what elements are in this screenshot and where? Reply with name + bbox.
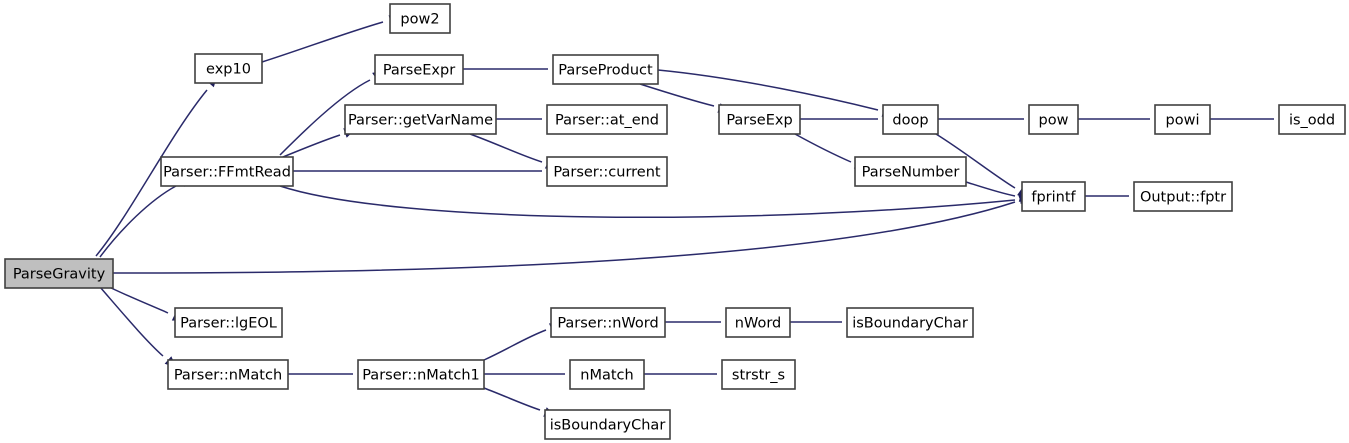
node-label: Parser::nMatch1: [362, 368, 480, 384]
node-box[interactable]: [1021, 181, 1086, 212]
edge-parsegravity-to-nmatch_parser: [99, 286, 177, 368]
node-box[interactable]: [854, 156, 967, 187]
node-box[interactable]: [718, 104, 801, 135]
node-label: Parser::FFmtRead: [163, 165, 291, 181]
node-label: doop: [892, 113, 928, 129]
node-label: Parser::current: [553, 165, 661, 181]
graph-node-nword[interactable]: nWord: [725, 307, 791, 338]
graph-node-parsegravity[interactable]: ParseGravity: [4, 258, 114, 289]
graph-node-nmatch[interactable]: nMatch: [569, 359, 645, 390]
node-label: strstr_s: [732, 368, 785, 384]
edge-pow-to-powi: [1078, 114, 1166, 124]
graph-node-parseexpr[interactable]: ParseExpr: [374, 54, 464, 85]
node-label: nWord: [735, 316, 781, 332]
node-label: ParseExp: [726, 113, 792, 129]
node-box[interactable]: [389, 3, 451, 34]
node-box[interactable]: [160, 156, 294, 187]
node-box[interactable]: [552, 54, 659, 85]
node-box[interactable]: [725, 307, 791, 338]
node-box[interactable]: [357, 359, 485, 390]
graph-node-parsenumber[interactable]: ParseNumber: [854, 156, 967, 187]
node-label: isBoundaryChar: [852, 316, 968, 332]
graph-node-strstr_s[interactable]: strstr_s: [721, 359, 796, 390]
node-box[interactable]: [569, 359, 645, 390]
node-label: nMatch: [580, 368, 633, 384]
node-label: Parser::nWord: [557, 316, 658, 332]
node-box[interactable]: [846, 307, 974, 338]
node-label: fprintf: [1031, 190, 1076, 206]
graph-node-current[interactable]: Parser::current: [546, 156, 668, 187]
node-box[interactable]: [882, 104, 939, 135]
node-box[interactable]: [174, 307, 283, 338]
node-box[interactable]: [550, 307, 666, 338]
graph-node-pow[interactable]: pow: [1028, 104, 1079, 135]
node-label: ParseGravity: [13, 267, 106, 283]
graph-node-is_odd[interactable]: is_odd: [1278, 104, 1346, 135]
node-label: pow: [1039, 113, 1069, 129]
node-box[interactable]: [167, 359, 289, 390]
graph-node-outputfptr[interactable]: Output::fptr: [1133, 181, 1233, 212]
graph-node-parsernword[interactable]: Parser::nWord: [550, 307, 666, 338]
node-label: Parser::lgEOL: [180, 316, 277, 332]
graph-node-parseproduct[interactable]: ParseProduct: [552, 54, 659, 85]
node-label: exp10: [206, 62, 251, 78]
node-box[interactable]: [546, 104, 668, 135]
edge-parseexp-to-doop: [800, 114, 894, 124]
node-label: isBoundaryChar: [550, 418, 666, 434]
node-label: ParseProduct: [558, 63, 653, 79]
edge-nmatch1-to-nmatch: [484, 369, 581, 379]
graph-node-nmatch1[interactable]: Parser::nMatch1: [357, 359, 485, 390]
graph-node-at_end[interactable]: Parser::at_end: [546, 104, 668, 135]
graph-node-isboundarychar2[interactable]: isBoundaryChar: [544, 409, 671, 440]
edge-parsegravity-to-fprintf: [112, 195, 1031, 274]
edge-ffmtread-to-fprintf: [279, 185, 1031, 219]
edge-parseexpr-to-parseproduct: [463, 64, 564, 74]
node-label: powi: [1166, 113, 1200, 129]
node-box[interactable]: [4, 258, 114, 289]
graph-node-nmatch_parser[interactable]: Parser::nMatch: [167, 359, 289, 390]
graph-node-fprintf[interactable]: fprintf: [1021, 181, 1086, 212]
node-box[interactable]: [1278, 104, 1346, 135]
graph-node-powi[interactable]: powi: [1154, 104, 1211, 135]
node-box[interactable]: [546, 156, 668, 187]
node-box[interactable]: [721, 359, 796, 390]
node-box[interactable]: [194, 53, 263, 84]
node-label: Output::fptr: [1140, 190, 1226, 206]
node-box[interactable]: [374, 54, 464, 85]
graph-node-lgeol[interactable]: Parser::lgEOL: [174, 307, 283, 338]
edge-doop-to-pow: [938, 114, 1040, 124]
edge-nmatch_parser-to-nmatch1: [288, 369, 369, 379]
graph-node-parseexp[interactable]: ParseExp: [718, 104, 801, 135]
graph-node-pow2[interactable]: pow2: [389, 3, 451, 34]
node-label: pow2: [400, 12, 439, 28]
node-box[interactable]: [1154, 104, 1211, 135]
edge-ffmtread-to-current: [293, 166, 558, 176]
node-box[interactable]: [344, 104, 497, 135]
node-label: ParseExpr: [383, 63, 455, 79]
node-label: Parser::getVarName: [348, 113, 493, 129]
node-box[interactable]: [1028, 104, 1079, 135]
edge-nmatch-to-strstr_s: [644, 369, 733, 379]
node-label: Parser::nMatch: [174, 368, 282, 384]
graph-node-exp10[interactable]: exp10: [194, 53, 263, 84]
graph-node-ffmtread[interactable]: Parser::FFmtRead: [160, 156, 294, 187]
edge-parsegravity-to-lgeol: [104, 284, 184, 321]
node-box[interactable]: [1133, 181, 1233, 212]
node-label: Parser::at_end: [555, 113, 659, 129]
graph-node-doop[interactable]: doop: [882, 104, 939, 135]
edge-powi-to-is_odd: [1210, 114, 1290, 124]
node-label: is_odd: [1289, 113, 1335, 129]
edge-getvarname-to-current: [469, 133, 557, 169]
graph-node-isboundarychar1[interactable]: isBoundaryChar: [846, 307, 974, 338]
node-label: ParseNumber: [862, 165, 960, 181]
graph-node-getvarname[interactable]: Parser::getVarName: [344, 104, 497, 135]
node-box[interactable]: [544, 409, 671, 440]
